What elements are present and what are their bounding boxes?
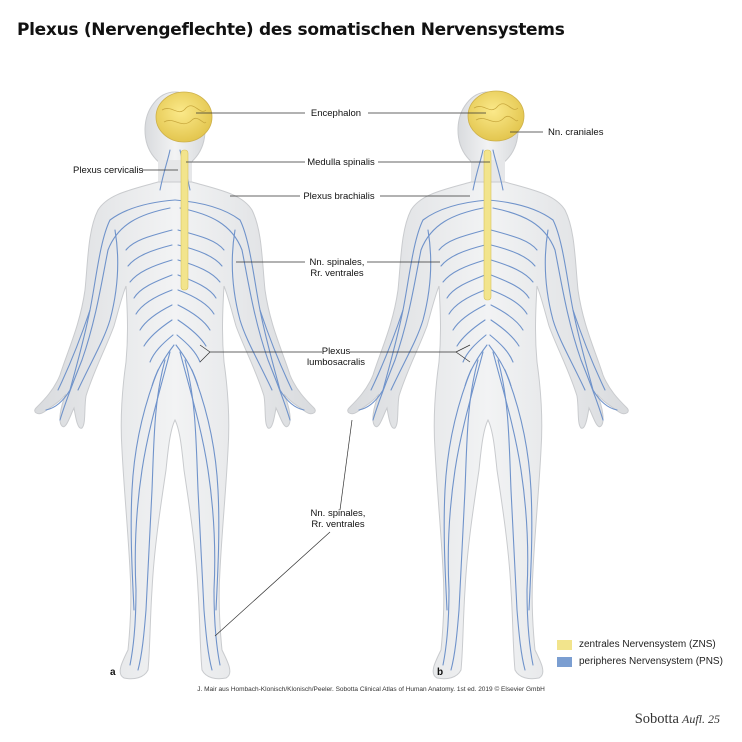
legend-label-pns: peripheres Nervensystem (PNS) (579, 656, 723, 667)
legend-item-cns: zentrales Nervensystem (ZNS) (557, 636, 723, 653)
brand-edition: Aufl. 25 (682, 712, 720, 726)
label-nn-spinales-1: Nn. spinales, (310, 257, 365, 268)
figure-a-anterior (34, 91, 316, 680)
legend-swatch-pns (557, 656, 572, 667)
legend-item-pns: peripheres Nervensystem (PNS) (557, 653, 723, 670)
label-medulla-spinalis: Medulla spinalis (307, 157, 375, 168)
label-plexus-cervicalis: Plexus cervicalis (73, 165, 143, 176)
legend-label-cns: zentrales Nervensystem (ZNS) (579, 639, 716, 650)
label-plexus-brachialis: Plexus brachialis (303, 191, 375, 202)
leader-lines (142, 112, 543, 637)
panel-label-a: a (110, 667, 116, 678)
panel-label-b: b (437, 667, 443, 678)
brand-name: Sobotta (634, 711, 679, 727)
label-lumbosacralis: lumbosacralis (307, 357, 365, 368)
legend-swatch-cns (557, 639, 572, 650)
page-title: Plexus (Nervengeflechte) des somatischen… (17, 20, 565, 40)
label-plexus: Plexus (322, 346, 351, 357)
legend: zentrales Nervensystem (ZNS) peripheres … (557, 636, 723, 670)
label-encephalon: Encephalon (311, 108, 361, 119)
figure-b-posterior (347, 90, 629, 680)
label-rr-ventrales-1: Rr. ventrales (310, 268, 364, 279)
labels: Encephalon Nn. craniales Plexus cervical… (73, 108, 604, 678)
label-nn-craniales: Nn. craniales (548, 127, 604, 138)
image-credit: J. Mair aus Hombach-Klonisch/Klonisch/Pe… (197, 686, 545, 693)
label-rr-ventrales-2: Rr. ventrales (311, 519, 365, 530)
label-nn-spinales-2: Nn. spinales, (311, 508, 366, 519)
